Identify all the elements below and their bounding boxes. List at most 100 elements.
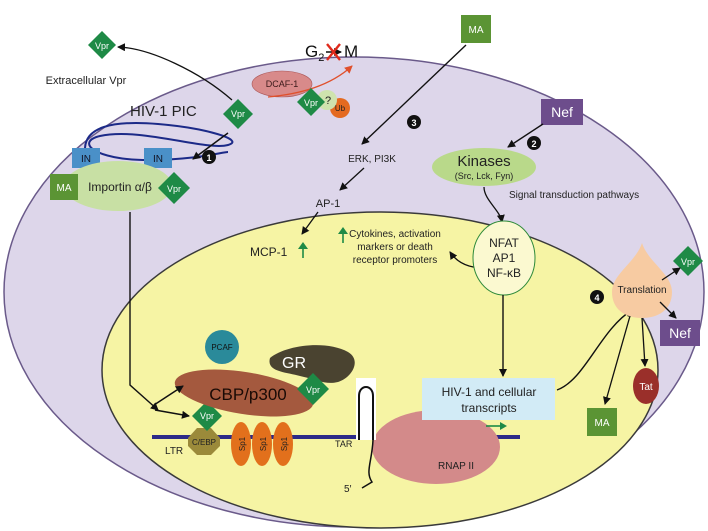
erk-pi3k-label: ERK, PI3K [348,154,396,165]
svg-text:Ub: Ub [335,104,346,113]
vpr-diamond-pic: Vpr [223,99,253,129]
ma-box-translation: MA [587,408,617,436]
ap1-label: AP-1 [316,198,340,210]
svg-text:MA: MA [469,25,484,36]
svg-text:Vpr: Vpr [306,385,320,395]
kinases-label: Kinases [457,153,510,170]
in-box-right: IN [144,148,172,168]
cbp-p300-oval [174,369,314,417]
svg-text:Sp1: Sp1 [259,436,268,451]
ap1b-label: AP1 [493,251,516,265]
transcripts-box [422,378,555,420]
translation-ma-arrow [603,315,631,405]
step-4-badge: 4 [590,290,604,304]
svg-text:2: 2 [531,139,536,149]
translation-drop [612,243,672,318]
nfat-label: NFAT [489,236,519,250]
svg-text:Nef: Nef [551,104,573,120]
importin-nuclear-path [129,212,159,411]
transcription-direction-arrow [486,422,507,430]
ma-box-pic: MA [50,174,78,200]
svg-text:?: ? [325,95,331,107]
ap1-mcp1-arrow [301,211,319,235]
cytokines-label-line3: receptor promoters [353,255,437,266]
vpr-diamond-gr: Vpr [297,373,329,405]
in-box-left: IN [72,148,100,168]
translation-tat-arrow [640,317,649,367]
sp1-oval-3: Sp1 [273,422,293,466]
arrow-to-cbp [153,385,184,406]
svg-text:Vpr: Vpr [681,257,695,267]
svg-text:Sp1: Sp1 [238,436,247,451]
tar-box [356,378,376,440]
vpr-diamond-importin: Vpr [158,172,190,204]
rnap-ii-oval [372,410,500,484]
svg-text:PCAF: PCAF [211,343,232,352]
transcripts-line1: HIV-1 and cellular [442,385,537,399]
kinases-sublabel: (Src, Lck, Fyn) [455,171,514,181]
nfkb-label: NF-κB [487,266,521,280]
nef-box-top: Nef [541,99,583,125]
kinases-oval [432,148,536,186]
dcaf1-oval [251,70,313,98]
cytokines-up-arrow [338,227,348,243]
nfat-oval [472,220,536,296]
cbp-p300-label: CBP/p300 [209,385,287,404]
vpr-diamond-cebp: Vpr [192,401,222,431]
mcp1-up-arrow [298,242,308,258]
cytokines-label-line2: markers or death [357,242,433,253]
step2-arrow [507,123,544,148]
mcp1-label: MCP-1 [250,245,288,259]
svg-text:Vpr: Vpr [304,98,318,108]
hiv-pic-label: HIV-1 PIC [130,103,197,120]
svg-text:4: 4 [594,293,599,303]
svg-text:C/EBP: C/EBP [192,438,216,447]
vpr-diamond-dcaf: Vpr [297,88,325,116]
signal-transduction-label: Signal transduction pathways [509,190,639,201]
svg-text:IN: IN [153,154,163,165]
step-2-badge: 2 [527,136,541,150]
svg-text:Vpr: Vpr [95,41,109,51]
nef-box-translation: Nef [660,320,700,346]
sp1-oval-1: Sp1 [231,422,251,466]
transcript-rna-line [361,439,374,489]
importin-label: Importin α/β [88,180,152,194]
pcaf-circle [205,330,239,364]
g2-label: G2 [305,42,324,64]
svg-text:Nef: Nef [669,325,691,341]
extracellular-vpr-diamond: Vpr [88,31,116,59]
step1-arrow [192,132,229,160]
tar-label: TAR [335,439,353,449]
svg-text:MA: MA [57,183,72,194]
svg-text:Sp1: Sp1 [280,436,289,451]
transcripts-line2: transcripts [461,401,516,415]
cebp-octagon [188,428,220,455]
svg-text:MA: MA [595,418,610,429]
ltr-label: LTR [165,446,183,457]
tar-stem-loop [358,386,374,440]
svg-text:3: 3 [411,118,416,128]
svg-text:Tat: Tat [639,382,653,393]
svg-text:1: 1 [206,153,211,163]
ma-box-top: MA [461,15,491,43]
sp1-oval-2: Sp1 [252,422,272,466]
svg-text:Vpr: Vpr [231,109,245,119]
transcripts-translation-arrow [556,309,633,391]
step3-arrow [361,44,467,145]
extracellular-vpr-label: Extracellular Vpr [46,75,127,87]
translation-label: Translation [617,285,666,296]
erk-ap1-arrow [339,167,365,191]
tat-oval [633,368,659,404]
dcaf1-g2-arrow [267,65,353,98]
step-3-badge: 3 [407,115,421,129]
svg-text:Vpr: Vpr [167,184,181,194]
cell-cycle-block-x [326,43,341,61]
arrow-to-vpr-cebp [154,409,190,419]
gr-label: GR [282,355,306,372]
gr-shape [269,345,355,383]
step-1-badge: 1 [202,150,216,164]
translation-vpr-arrow [661,267,681,281]
translation-nef-arrow [659,301,677,319]
importin-oval [64,161,172,211]
